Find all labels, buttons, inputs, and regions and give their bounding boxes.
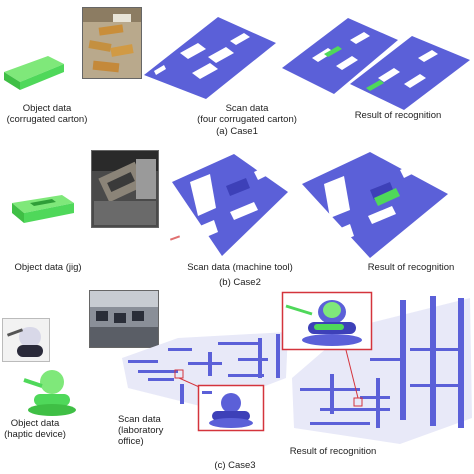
case3-caption: (c) Case3 bbox=[214, 460, 256, 471]
case1-object-label: Object data (corrugated carton) bbox=[6, 103, 88, 125]
scan-zoom-inset bbox=[197, 384, 265, 432]
carton-object-model bbox=[4, 56, 64, 90]
case2-object-label: Object data (jig) bbox=[14, 262, 82, 273]
carton-scan-data bbox=[144, 17, 276, 99]
office-photo bbox=[89, 290, 159, 348]
case1-scan-label: Scan data (four corrugated carton) bbox=[197, 103, 297, 125]
haptic-device-object-model bbox=[23, 370, 76, 416]
machine-tool-recognition-result bbox=[302, 152, 448, 258]
case1-caption: (a) Case1 bbox=[216, 126, 258, 137]
result-zoom-inset bbox=[281, 291, 373, 351]
case1-result-label: Result of recognition bbox=[354, 110, 442, 121]
office-recognition-result bbox=[292, 296, 472, 444]
carton-recognition-result bbox=[282, 18, 470, 110]
carton-photo bbox=[82, 7, 142, 79]
case2-caption: (b) Case2 bbox=[219, 277, 261, 288]
jig-object-model bbox=[12, 195, 74, 223]
case2-scan-label: Scan data (machine tool) bbox=[187, 262, 293, 273]
machine-tool-photo bbox=[91, 150, 159, 228]
case3-object-label: Object data (haptic device) bbox=[4, 418, 66, 440]
case2-result-label: Result of recognition bbox=[367, 262, 455, 273]
case3-scan-label: Scan data (laboratory office) bbox=[118, 414, 164, 447]
machine-tool-scan-data bbox=[172, 154, 288, 256]
case3-result-label: Result of recognition bbox=[289, 446, 377, 457]
haptic-device-photo bbox=[2, 318, 50, 362]
